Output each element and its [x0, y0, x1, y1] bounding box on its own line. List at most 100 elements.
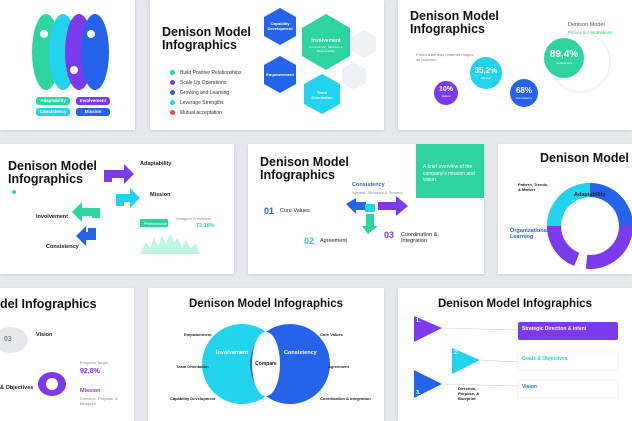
left-item-1: Empowerment: [184, 332, 212, 337]
label-mission: Mission: [80, 388, 101, 394]
hex-empowerment: Empowerment: [266, 72, 294, 77]
slide-thumbnail-5[interactable]: Denison Model Infographics A brief overv…: [248, 144, 484, 274]
pill-involvement: Involvement: [76, 97, 110, 105]
step-2: 2.: [454, 350, 459, 356]
left-item-2: Team Orientation: [176, 364, 209, 369]
cross-arrows: [346, 196, 408, 234]
value-performance: 72.18%: [196, 223, 215, 229]
slide-title: Denison Model Infographics: [189, 298, 343, 310]
item-text-3: Coordination & Integration: [401, 232, 438, 244]
right-item-1: Core Values: [320, 332, 343, 337]
label-mission: Mission: [150, 192, 171, 198]
slide-title: Denison Model Infographics: [162, 25, 251, 53]
label-objectives: & Objectives: [0, 385, 34, 391]
slide-thumbnail-1[interactable]: Adaptability Involvement Consistency Mis…: [0, 0, 135, 130]
venn-right: Consistency: [284, 350, 317, 356]
bubble-label-4: Involvement: [555, 61, 573, 65]
list-item: Growing and Learning: [180, 90, 230, 96]
box-strategic: Strategic Direction & Intent: [522, 326, 587, 332]
accent-dot: [12, 190, 16, 194]
hex-involvement: Involvement: [311, 38, 341, 44]
slide-title: Denison Model Infographics: [260, 155, 349, 183]
step-3: 3.: [416, 390, 421, 396]
hexagon-diagram: [264, 8, 376, 114]
item-num-2: 02: [304, 236, 315, 246]
pyramid-diagram: [414, 316, 619, 399]
callout-box: [416, 144, 484, 198]
bullet-1: [170, 70, 175, 75]
item-num-3: 03: [384, 230, 395, 240]
label-org: Organizational Learning: [510, 228, 549, 240]
item-text-2: Agreement: [320, 238, 347, 244]
list-item: Build Positive Relationships: [180, 70, 242, 76]
label-adaptability: Adaptability: [574, 192, 606, 198]
label-pattern: Pattern, Trends, & Market: [518, 182, 549, 193]
bullet-4: [170, 100, 175, 105]
bubble-value-2: 35,2%: [474, 66, 498, 75]
slide-thumbnail-8[interactable]: Denison Model Infographics Involvement C…: [148, 288, 384, 421]
bubble-label-2: Mission: [480, 76, 492, 80]
slide-title: Denison Model Infographics: [8, 159, 97, 187]
label-mission-sub: Direction, Purpose, & Blueprint: [80, 396, 118, 407]
bullet-5: [170, 110, 175, 115]
slide-title: Denison Model Infographics: [438, 298, 592, 310]
list-item: Mutual acceptation: [180, 110, 222, 116]
venn-left: Involvement: [216, 350, 249, 356]
item-num-1: 01: [264, 206, 275, 216]
hex-team: Team Orientation: [311, 90, 333, 100]
label-involvement: Involvement: [36, 214, 69, 220]
slide-title: Denison Model In: [540, 151, 632, 165]
left-item-3: Capability Development: [170, 396, 216, 401]
bubble-value-3: 68%: [515, 86, 532, 95]
step-number: 03: [4, 336, 12, 343]
slide-title: Denison Model Infographics: [410, 9, 499, 37]
slide-thumbnail-6[interactable]: Denison Model In Pattern, Trends, & Mark…: [498, 144, 632, 274]
percentage-bubbles: [434, 31, 611, 107]
venn-diagram: [202, 324, 330, 404]
step-cylinders: [0, 327, 66, 396]
list-item: Scale Up Operations: [180, 80, 227, 86]
list-item: Leverage Strengths: [180, 100, 224, 106]
pill-mission: Mission: [76, 108, 110, 116]
bubble-value-1: 10%: [438, 86, 453, 93]
label-adaptability: Adaptability: [140, 161, 172, 167]
step-1: 1.: [416, 318, 421, 324]
label-consistency: Consistency: [46, 244, 79, 250]
label-changes: Changes in Performance: [176, 217, 212, 221]
box-goals: Goals & Objectives: [522, 356, 568, 362]
bubble-label-3: Consistency: [515, 96, 533, 100]
item-text-1: Core Values: [280, 208, 310, 214]
callout-text: A brief overview of the company's missio…: [423, 164, 475, 183]
slide-title: del Infographics: [0, 297, 97, 311]
venn-center: Compare: [255, 361, 277, 367]
progress-label: Progress Target: [80, 360, 109, 365]
bubble-value-4: 89,4%: [549, 49, 579, 60]
ring-diagram: [547, 183, 632, 269]
pill-consistency: Consistency: [36, 108, 70, 116]
right-item-2: Agreement: [328, 364, 349, 369]
slide-thumbnail-4[interactable]: Denison Model Infographics Adaptability …: [0, 144, 234, 274]
right-item-3: Coordination & Integration: [320, 396, 371, 401]
arrow-flow: [72, 164, 200, 254]
label-performance: Performance: [144, 221, 167, 226]
label-consistency: Consistency: [352, 182, 385, 188]
slide-thumbnail-7[interactable]: del Infographics 03 Vision & Objectives …: [0, 288, 134, 421]
top-sublabel: Beliefs & Assumptions: [568, 30, 613, 35]
pill-adaptability: Adaptability: [36, 97, 70, 105]
hex-involvement-sub: Commitment, Structure & Responsibility: [309, 45, 343, 53]
petal-diagram: [32, 14, 109, 90]
bullet-3: [170, 90, 175, 95]
bubble-label-1: Values: [441, 94, 451, 98]
slide-subtitle: Pretium aenean pharetra magna ac placera…: [416, 52, 474, 63]
label-consistency-sub: System, Structure & Process: [352, 190, 404, 195]
box-vision: Vision: [522, 384, 537, 390]
hex-capability: Capability Development: [267, 21, 293, 31]
top-label: Denison Model: [568, 22, 605, 28]
slide-thumbnail-9[interactable]: Denison Model Infographics 1. 2. 3. Stra…: [398, 288, 632, 421]
bullet-2: [170, 80, 175, 85]
slide-thumbnail-3[interactable]: Denison Model Infographics Pretium aenea…: [398, 0, 632, 130]
middle-label: Direction, Purpose, & Blueprint: [458, 386, 480, 402]
slide-thumbnail-2[interactable]: Denison Model Infographics Build Positiv…: [150, 0, 384, 130]
progress-value: 92,8%: [80, 368, 100, 375]
label-vision: Vision: [36, 332, 53, 338]
